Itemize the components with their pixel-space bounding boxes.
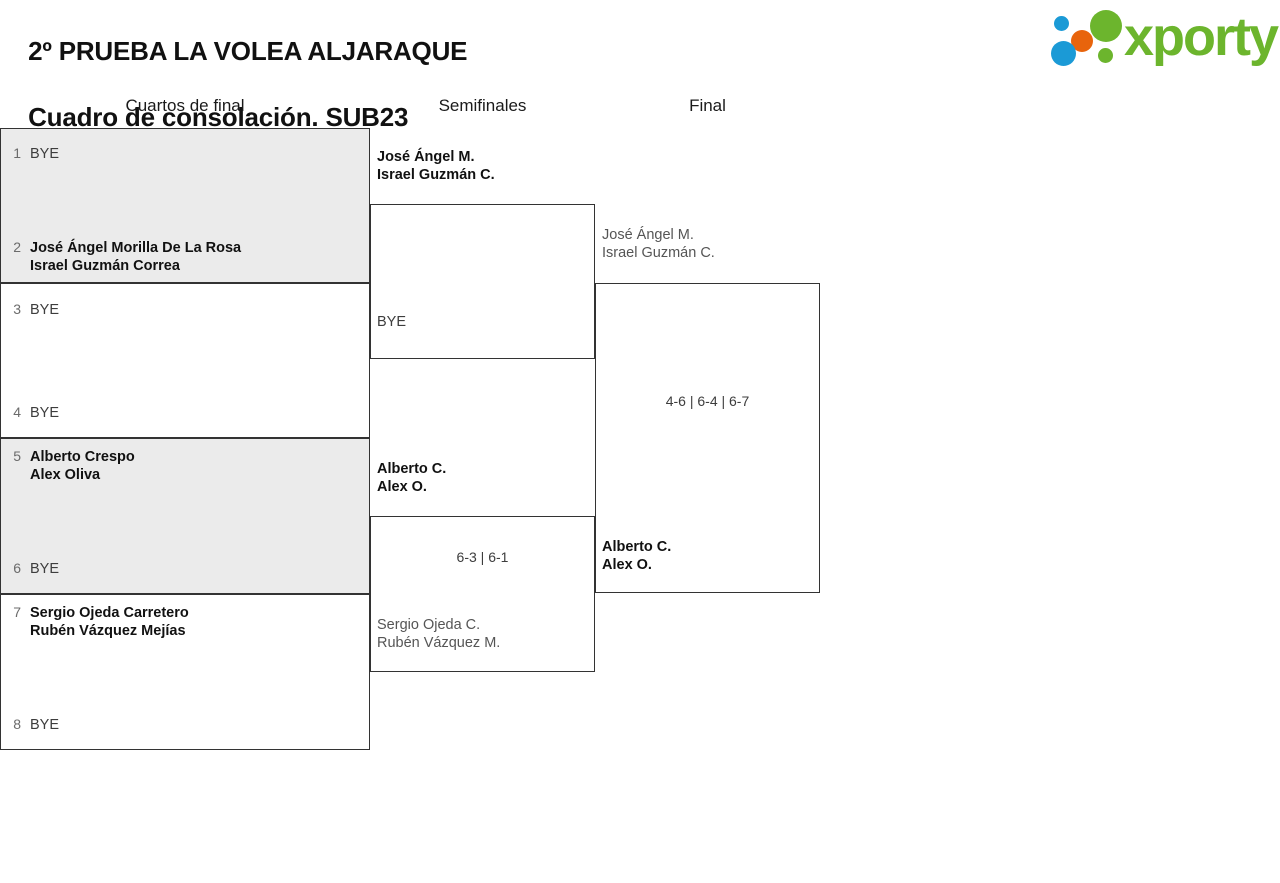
qf-slot-2-players: José Ángel Morilla De La Rosa Israel Guz… — [30, 239, 241, 275]
round-header-final: Final — [689, 96, 726, 115]
final-slot-top-line-1: José Ángel M. — [602, 227, 694, 243]
sf-2-slot-top-line-1: Alberto C. — [377, 461, 447, 477]
match-box-qf-1[interactable] — [0, 128, 370, 283]
round-header-semifinals: Semifinales — [438, 96, 527, 115]
final-slot-top[interactable]: José Ángel M. Israel Guzmán C. — [602, 226, 715, 262]
round-header-quarterfinals: Cuartos de final — [125, 96, 245, 115]
final-slot-top-players: José Ángel M. Israel Guzmán C. — [602, 226, 715, 262]
logo-dot-blue-large-icon — [1051, 41, 1076, 66]
qf-slot-1-players: BYE — [30, 145, 59, 163]
sf-1-slot-top-line-1: José Ángel M. — [377, 149, 475, 165]
final-slot-bottom-players: Alberto C. Alex O. — [602, 538, 671, 574]
sf-2-slot-bottom-line-2: Rubén Vázquez M. — [377, 635, 501, 651]
qf-slot-6-players: BYE — [30, 560, 59, 578]
sf-1-slot-bottom-line-1: BYE — [377, 314, 407, 330]
bracket-tree: 1 BYE 2 José Ángel Morilla De La Rosa Is… — [0, 128, 1280, 768]
qf-slot-4[interactable]: 4 BYE — [6, 404, 59, 422]
qf-slot-8[interactable]: 8 BYE — [6, 716, 59, 734]
page-header: 2º PRUEBA LA VOLEA ALJARAQUE Cuadro de c… — [0, 0, 1280, 132]
qf-slot-7[interactable]: 7 Sergio Ojeda Carretero Rubén Vázquez M… — [6, 604, 189, 640]
qf-slot-3-line-1: BYE — [30, 302, 60, 318]
match-box-sf-1[interactable] — [370, 204, 595, 359]
qf-slot-3-seed: 3 — [13, 301, 21, 317]
qf-slot-7-line-1: Sergio Ojeda Carretero — [30, 605, 189, 621]
qf-slot-1-seed: 1 — [13, 145, 21, 161]
qf-slot-2[interactable]: 2 José Ángel Morilla De La Rosa Israel G… — [6, 239, 241, 275]
sf-2-slot-top-line-2: Alex O. — [377, 479, 427, 495]
qf-slot-1-line-1: BYE — [30, 146, 60, 162]
qf-slot-6[interactable]: 6 BYE — [6, 560, 59, 578]
match-box-sf-2[interactable] — [370, 516, 595, 672]
qf-slot-2-line-2: Israel Guzmán Correa — [30, 258, 180, 274]
match-box-qf-3[interactable] — [0, 438, 370, 594]
qf-slot-7-line-2: Rubén Vázquez Mejías — [30, 623, 186, 639]
qf-slot-7-seed: 7 — [13, 604, 21, 620]
qf-slot-8-seed: 8 — [13, 716, 21, 732]
sf-1-slot-top[interactable]: José Ángel M. Israel Guzmán C. — [377, 148, 495, 184]
sf-2-slot-top-players: Alberto C. Alex O. — [377, 460, 446, 496]
match-box-qf-4[interactable] — [0, 594, 370, 750]
qf-slot-4-players: BYE — [30, 404, 59, 422]
qf-slot-2-line-1: José Ángel Morilla De La Rosa — [30, 240, 242, 256]
qf-slot-4-seed: 4 — [13, 404, 21, 420]
qf-slot-3[interactable]: 3 BYE — [6, 301, 59, 319]
qf-slot-5-players: Alberto Crespo Alex Oliva — [30, 448, 135, 484]
qf-slot-8-line-1: BYE — [30, 717, 60, 733]
logo-dot-blue-small-icon — [1054, 16, 1069, 31]
qf-slot-7-players: Sergio Ojeda Carretero Rubén Vázquez Mej… — [30, 604, 189, 640]
qf-slot-5-seed: 5 — [13, 448, 21, 464]
final-slot-bottom-line-2: Alex O. — [602, 557, 652, 573]
qf-slot-5-line-2: Alex Oliva — [30, 467, 101, 483]
logo-dot-green-small-icon — [1098, 48, 1113, 63]
sf-1-slot-top-line-2: Israel Guzmán C. — [377, 167, 495, 183]
sf-1-slot-bottom[interactable]: BYE — [377, 313, 406, 331]
sf-2-slot-bottom-line-1: Sergio Ojeda C. — [377, 617, 481, 633]
final-slot-bottom-line-1: Alberto C. — [602, 539, 672, 555]
sf-1-slot-bottom-players: BYE — [377, 313, 406, 331]
qf-slot-3-players: BYE — [30, 301, 59, 319]
logo-wordmark: xporty — [1124, 7, 1279, 67]
qf-slot-2-seed: 2 — [13, 239, 21, 255]
final-score: 4-6 | 6-4 | 6-7 — [665, 393, 750, 409]
xporty-logo: xporty — [1048, 6, 1279, 68]
sf-2-slot-bottom-players: Sergio Ojeda C. Rubén Vázquez M. — [377, 616, 500, 652]
final-slot-top-line-2: Israel Guzmán C. — [602, 245, 715, 261]
title-line-1: 2º PRUEBA LA VOLEA ALJARAQUE — [28, 36, 468, 66]
sf-2-slot-bottom[interactable]: Sergio Ojeda C. Rubén Vázquez M. — [377, 616, 500, 652]
qf-slot-6-line-1: BYE — [30, 561, 60, 577]
match-box-final[interactable] — [595, 283, 820, 593]
qf-slot-5-line-1: Alberto Crespo — [30, 449, 135, 465]
match-box-qf-2[interactable] — [0, 283, 370, 438]
logo-dot-green-large-icon — [1090, 10, 1122, 42]
sf-1-slot-top-players: José Ángel M. Israel Guzmán C. — [377, 148, 495, 184]
qf-slot-5[interactable]: 5 Alberto Crespo Alex Oliva — [6, 448, 135, 484]
sf-2-score: 6-3 | 6-1 — [456, 549, 509, 565]
page-title: 2º PRUEBA LA VOLEA ALJARAQUE Cuadro de c… — [0, 2, 467, 167]
qf-slot-4-line-1: BYE — [30, 405, 60, 421]
qf-slot-6-seed: 6 — [13, 560, 21, 576]
sf-2-slot-top[interactable]: Alberto C. Alex O. — [377, 460, 446, 496]
title-line-2: Cuadro de consolación. SUB23 — [28, 102, 409, 132]
logo-dot-orange-icon — [1071, 30, 1093, 52]
final-slot-bottom[interactable]: Alberto C. Alex O. — [602, 538, 671, 574]
qf-slot-1[interactable]: 1 BYE — [6, 145, 59, 163]
qf-slot-8-players: BYE — [30, 716, 59, 734]
